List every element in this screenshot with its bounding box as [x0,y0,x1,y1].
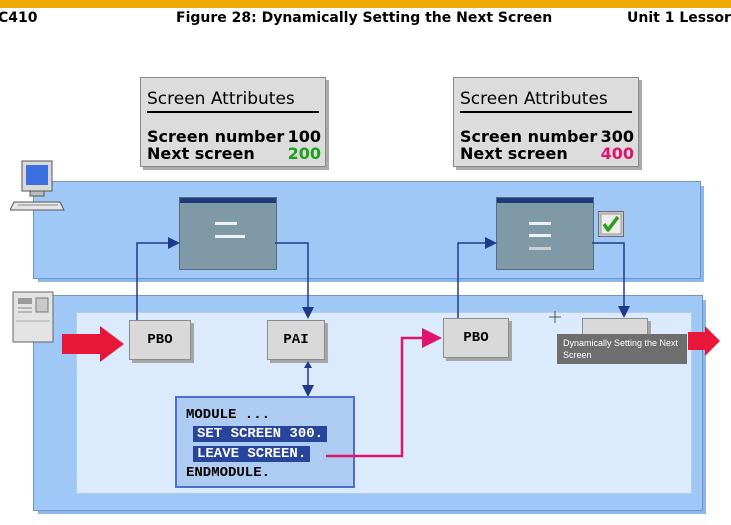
checkmark-icon [598,211,624,237]
brand-bar [0,0,731,8]
course-code: C410 [0,10,38,26]
flow-pai-to-module [302,361,314,397]
next-screen-value: 200 [287,144,321,163]
screen-attributes-box-1: Screen Attributes Screen number 100 Next… [140,77,326,167]
flow-pbo1-to-screen [136,237,180,320]
screen-number-value: 300 [600,127,634,146]
screen-number-label: Screen number [460,127,598,146]
screen-attributes-box-2: Screen Attributes Screen number 300 Next… [453,77,639,167]
window-line [529,234,551,237]
window-titlebar [497,198,593,203]
screen-100-window [179,197,277,270]
module-code-box: MODULE ... SET SCREEN 300. LEAVE SCREEN.… [175,396,355,488]
code-line-set-screen: SET SCREEN 300. [193,426,328,442]
attr-divider [460,111,632,113]
unit-lesson: Unit 1 Lessor [627,10,731,26]
next-screen-label: Next screen [147,144,255,163]
attr-title: Screen Attributes [460,89,608,109]
computer-icon [9,160,66,212]
exit-arrow-red [688,326,720,356]
screen-number-value: 100 [287,127,321,146]
screen-300-window [496,197,594,270]
window-line [529,247,551,250]
window-titlebar [180,198,276,203]
code-line-leave-screen: LEAVE SCREEN. [193,446,311,462]
window-line [215,235,245,238]
code-line-module: MODULE ... [186,407,271,423]
pbo-box-2: PBO [443,318,509,358]
server-icon [12,291,56,345]
entry-arrow-red [62,326,124,362]
pbo-box-1: PBO [129,320,191,360]
cursor-icon [549,311,561,323]
figure-title: Figure 28: Dynamically Setting the Next … [176,10,553,26]
tooltip: Dynamically Setting the Next Screen [557,334,687,364]
flow-pbo2-to-screen [457,237,497,318]
code-line-endmodule: ENDMODULE. [186,465,271,481]
pai-box-1: PAI [267,320,325,360]
next-screen-label: Next screen [460,144,568,163]
flow-screen-to-pai [275,242,314,319]
window-line [529,222,551,225]
attr-divider [147,111,319,113]
attr-title: Screen Attributes [147,89,295,109]
next-screen-value: 400 [600,144,634,163]
window-line [215,222,237,225]
flow-screen-to-pai2 [592,242,630,318]
screen-number-label: Screen number [147,127,285,146]
flow-leave-screen-to-pbo2 [326,328,442,458]
